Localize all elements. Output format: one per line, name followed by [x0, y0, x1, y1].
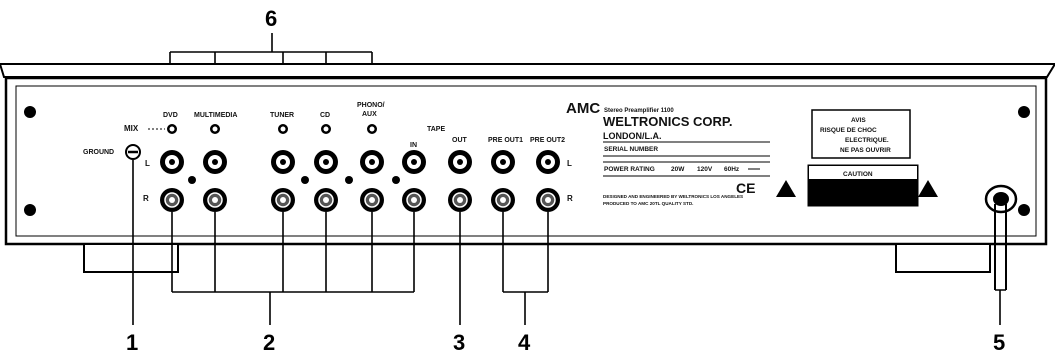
label-tape-in: IN — [410, 142, 417, 149]
label-channel-l: L — [145, 159, 150, 168]
callout-6: 6 — [265, 6, 277, 31]
label-pre-out1: PRE OUT1 — [488, 137, 523, 144]
jack-tape-out-l[interactable] — [448, 150, 472, 174]
power-hz: 60Hz — [724, 166, 740, 173]
warning-text-2: RISQUE DE CHOC — [820, 127, 877, 134]
jack-pre-out1-l[interactable] — [491, 150, 515, 174]
screw-icon — [24, 204, 36, 216]
power-rating-label: POWER RATING — [604, 166, 655, 173]
brand-logo: AMC — [566, 100, 600, 117]
maker-name: WELTRONICS CORP. — [603, 114, 733, 129]
screw-icon — [1018, 204, 1030, 216]
label-tape-out: OUT — [452, 137, 468, 144]
screw-icon — [24, 106, 36, 118]
label-mix: MIX — [124, 124, 139, 133]
warning-label: AVIS RISQUE DE CHOC ELECTRIQUE. NE PAS O… — [807, 109, 938, 207]
jack-tuner-l[interactable] — [271, 150, 295, 174]
mix-switches — [167, 124, 377, 134]
label-dvd: DVD — [163, 112, 178, 119]
mix-switch-phono[interactable] — [367, 124, 377, 134]
label-tape: TAPE — [427, 126, 445, 133]
jack-cd-l[interactable] — [314, 150, 338, 174]
callout-1: 1 — [126, 330, 138, 354]
mix-switch-cd[interactable] — [321, 124, 331, 134]
jack-pre-out1-r[interactable] — [491, 188, 515, 212]
warning-text-1: AVIS — [851, 117, 866, 124]
mix-switch-tuner[interactable] — [278, 124, 288, 134]
panel-dots — [188, 176, 400, 184]
power-volts: 120V — [697, 166, 713, 173]
nameplate-small-print-2: PRODUCED TO AMC 20TL QUALITY STD. — [603, 201, 693, 206]
warning-triangle-icon — [776, 180, 796, 197]
maker-city: LONDON/L.A. — [603, 131, 662, 141]
bracket-2 — [171, 212, 415, 325]
nameplate-small-print-1: DESIGNED AND ENGINEERED BY WELTRONICS LO… — [603, 194, 743, 199]
jack-dvd-r[interactable] — [160, 188, 184, 212]
label-phono: PHONO/ — [357, 102, 385, 109]
callout-2: 2 — [263, 330, 275, 354]
label-cd: CD — [320, 112, 330, 119]
model-name: Stereo Preamplifier 1100 — [604, 108, 674, 114]
warning-triangle-icon — [918, 180, 938, 197]
jacks-left-row — [160, 150, 560, 174]
label-pre-out2: PRE OUT2 — [530, 137, 565, 144]
jack-tape-out-r[interactable] — [448, 188, 472, 212]
label-multimedia: MULTIMEDIA — [194, 112, 237, 119]
label-channel-r-right: R — [567, 194, 573, 203]
jack-phono-l[interactable] — [360, 150, 384, 174]
callout-3: 3 — [453, 330, 465, 354]
label-tuner: TUNER — [270, 112, 294, 119]
jack-phono-r[interactable] — [360, 188, 384, 212]
mix-switch-dvd[interactable] — [167, 124, 177, 134]
screw-icon — [1018, 106, 1030, 118]
jack-dvd-l[interactable] — [160, 150, 184, 174]
label-aux: AUX — [362, 111, 377, 118]
power-watts: 20W — [671, 166, 685, 173]
jack-pre-out2-r[interactable] — [536, 188, 560, 212]
jack-tape-in-r[interactable] — [402, 188, 426, 212]
jack-tuner-r[interactable] — [271, 188, 295, 212]
label-ground: GROUND — [83, 149, 114, 156]
jack-multimedia-r[interactable] — [203, 188, 227, 212]
ce-mark: CE — [736, 180, 755, 196]
warning-text-4: NE PAS OUVRIR — [840, 147, 891, 154]
label-channel-l-right: L — [567, 159, 572, 168]
jack-pre-out2-l[interactable] — [536, 150, 560, 174]
warning-text-3: ELECTRIQUE. — [845, 137, 889, 144]
ground-terminal[interactable] — [125, 144, 141, 160]
jacks-right-row — [160, 188, 560, 212]
mix-switch-multimedia[interactable] — [210, 124, 220, 134]
nameplate: AMC Stereo Preamplifier 1100 WELTRONICS … — [566, 100, 796, 206]
jack-tape-in-l[interactable] — [402, 150, 426, 174]
jack-multimedia-l[interactable] — [203, 150, 227, 174]
label-channel-r: R — [143, 194, 149, 203]
bracket-4 — [502, 212, 549, 325]
serial-number: SERIAL NUMBER — [604, 146, 658, 153]
callout-5: 5 — [993, 330, 1005, 354]
callout-4: 4 — [518, 330, 531, 354]
caution-text: CAUTION — [843, 171, 873, 178]
jack-cd-r[interactable] — [314, 188, 338, 212]
